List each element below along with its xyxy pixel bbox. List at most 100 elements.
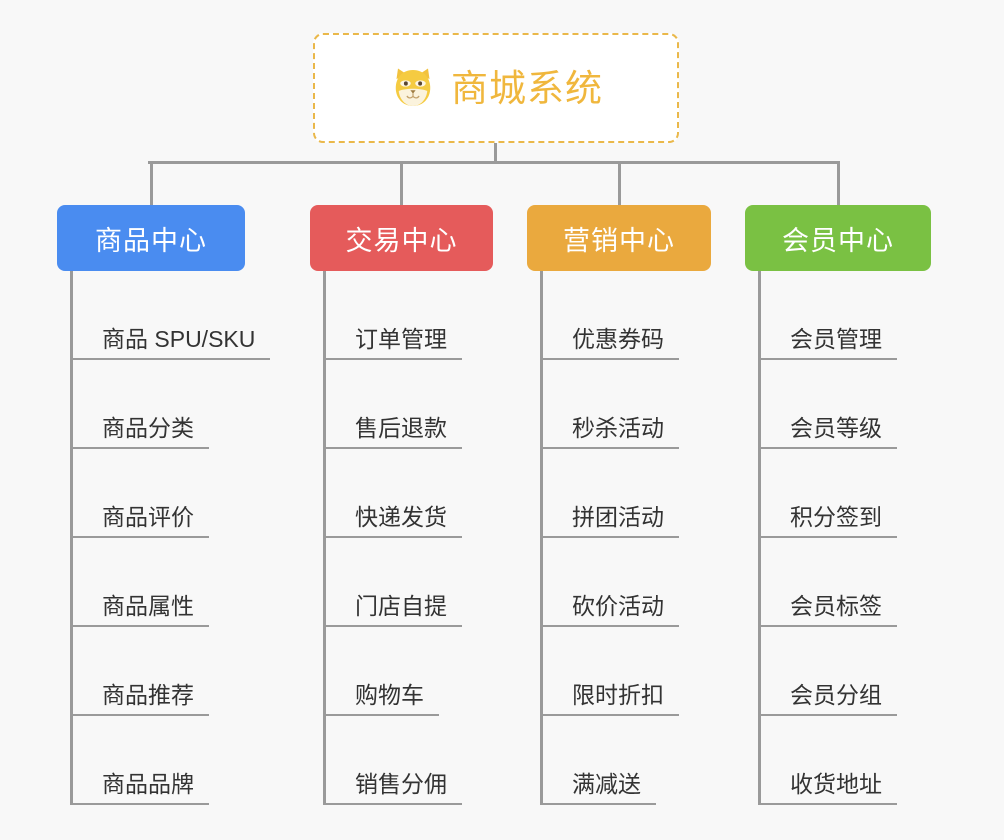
- leaf-item-underline: [71, 803, 209, 805]
- connector-drop-product-center: [150, 161, 153, 205]
- leaf-item-label: 商品评价: [102, 504, 194, 530]
- leaf-item[interactable]: 会员分组: [759, 627, 931, 716]
- leaf-item-label: 优惠券码: [572, 326, 664, 352]
- leaf-item-underline: [759, 803, 897, 805]
- root-title: 商城系统: [451, 67, 603, 109]
- connector-horizontal-bus: [148, 161, 837, 164]
- leaf-item[interactable]: 收货地址: [759, 716, 931, 805]
- leaf-item-underline: [324, 803, 462, 805]
- leaf-list-member-center: 会员管理会员等级积分签到会员标签会员分组收货地址: [745, 271, 931, 805]
- leaf-item-underline: [71, 358, 270, 360]
- leaf-item-underline: [541, 358, 679, 360]
- connector-drop-marketing-center: [618, 161, 621, 205]
- leaf-item[interactable]: 商品评价: [71, 449, 245, 538]
- spine-product-center: [70, 271, 73, 805]
- leaf-item[interactable]: 购物车: [324, 627, 493, 716]
- branch-header-marketing-center[interactable]: 营销中心: [527, 205, 711, 271]
- leaf-item-underline: [541, 625, 679, 627]
- leaf-item-label: 会员标签: [790, 593, 882, 619]
- leaf-item-label: 满减送: [572, 771, 641, 797]
- leaf-item-label: 积分签到: [790, 504, 882, 530]
- connector-root-vertical: [494, 143, 497, 164]
- leaf-item-label: 销售分佣: [355, 771, 447, 797]
- leaf-item-label: 限时折扣: [572, 682, 664, 708]
- leaf-item-label: 订单管理: [355, 326, 447, 352]
- leaf-item-label: 砍价活动: [572, 593, 664, 619]
- branch-column-product-center: 商品中心商品 SPU/SKU 商品分类商品评价商品属性商品推荐商品品牌: [57, 205, 270, 805]
- leaf-item-label: 会员管理: [790, 326, 882, 352]
- leaf-item-label: 商品属性: [102, 593, 194, 619]
- leaf-item-label: 商品推荐: [102, 682, 194, 708]
- leaf-item-underline: [541, 536, 679, 538]
- branch-header-member-center[interactable]: 会员中心: [745, 205, 931, 271]
- leaf-item-label: 商品分类: [102, 415, 194, 441]
- leaf-item[interactable]: 拼团活动: [541, 449, 711, 538]
- leaf-item-label: 秒杀活动: [572, 415, 664, 441]
- leaf-item-underline: [324, 447, 462, 449]
- leaf-item-underline: [759, 536, 897, 538]
- leaf-item-label: 商品 SPU/SKU: [102, 326, 256, 352]
- leaf-item-underline: [324, 625, 462, 627]
- connector-drop-trade-center: [400, 161, 403, 205]
- leaf-list-product-center: 商品 SPU/SKU 商品分类商品评价商品属性商品推荐商品品牌: [57, 271, 270, 805]
- leaf-item[interactable]: 优惠券码: [541, 271, 711, 360]
- leaf-item[interactable]: 销售分佣: [324, 716, 493, 805]
- spine-marketing-center: [540, 271, 543, 805]
- leaf-item-label: 购物车: [355, 682, 424, 708]
- leaf-item-underline: [71, 536, 209, 538]
- leaf-item-label: 会员分组: [790, 682, 882, 708]
- connector-drop-member-center: [837, 161, 840, 205]
- leaf-list-marketing-center: 优惠券码秒杀活动拼团活动砍价活动限时折扣满减送: [527, 271, 711, 805]
- leaf-item[interactable]: 商品推荐: [71, 627, 245, 716]
- leaf-item-underline: [759, 358, 897, 360]
- leaf-item-underline: [324, 358, 462, 360]
- leaf-item-underline: [324, 536, 462, 538]
- leaf-item[interactable]: 订单管理: [324, 271, 493, 360]
- branch-header-label: 营销中心: [563, 225, 675, 256]
- leaf-item[interactable]: 砍价活动: [541, 538, 711, 627]
- leaf-item-underline: [71, 714, 209, 716]
- leaf-item-underline: [541, 803, 656, 805]
- branch-column-member-center: 会员中心会员管理会员等级积分签到会员标签会员分组收货地址: [745, 205, 931, 805]
- branch-header-label: 商品中心: [95, 225, 207, 256]
- leaf-item[interactable]: 秒杀活动: [541, 360, 711, 449]
- leaf-item[interactable]: 快递发货: [324, 449, 493, 538]
- leaf-item[interactable]: 限时折扣: [541, 627, 711, 716]
- leaf-item[interactable]: 积分签到: [759, 449, 931, 538]
- branch-column-trade-center: 交易中心订单管理售后退款快递发货门店自提购物车销售分佣: [310, 205, 493, 805]
- leaf-item-underline: [759, 714, 897, 716]
- leaf-item[interactable]: 门店自提: [324, 538, 493, 627]
- branch-column-marketing-center: 营销中心优惠券码秒杀活动拼团活动砍价活动限时折扣满减送: [527, 205, 711, 805]
- leaf-item[interactable]: 会员标签: [759, 538, 931, 627]
- shiba-dog-face-icon: [395, 68, 431, 106]
- leaf-item[interactable]: 会员管理: [759, 271, 931, 360]
- leaf-item[interactable]: 售后退款: [324, 360, 493, 449]
- leaf-item[interactable]: 商品品牌: [71, 716, 245, 805]
- branch-header-label: 会员中心: [782, 225, 894, 256]
- leaf-item-underline: [759, 447, 897, 449]
- spine-member-center: [758, 271, 761, 805]
- root-node[interactable]: 商城系统: [313, 33, 679, 143]
- leaf-item-underline: [71, 625, 209, 627]
- leaf-item-label: 售后退款: [355, 415, 447, 441]
- leaf-item-underline: [71, 447, 209, 449]
- leaf-item-label: 门店自提: [355, 593, 447, 619]
- leaf-item-underline: [541, 447, 679, 449]
- leaf-item-underline: [541, 714, 679, 716]
- spine-trade-center: [323, 271, 326, 805]
- leaf-item-label: 商品品牌: [102, 771, 194, 797]
- leaf-item[interactable]: 满减送: [541, 716, 711, 805]
- leaf-item[interactable]: 商品属性: [71, 538, 245, 627]
- leaf-item-underline: [324, 714, 439, 716]
- leaf-item[interactable]: 会员等级: [759, 360, 931, 449]
- branch-header-trade-center[interactable]: 交易中心: [310, 205, 493, 271]
- leaf-item[interactable]: 商品分类: [71, 360, 245, 449]
- leaf-item-label: 收货地址: [790, 771, 882, 797]
- leaf-item-label: 快递发货: [355, 504, 447, 530]
- branch-header-label: 交易中心: [345, 225, 458, 256]
- leaf-item-label: 会员等级: [790, 415, 882, 441]
- branch-header-product-center[interactable]: 商品中心: [57, 205, 245, 271]
- leaf-item[interactable]: 商品 SPU/SKU: [71, 271, 270, 360]
- leaf-item-underline: [759, 625, 897, 627]
